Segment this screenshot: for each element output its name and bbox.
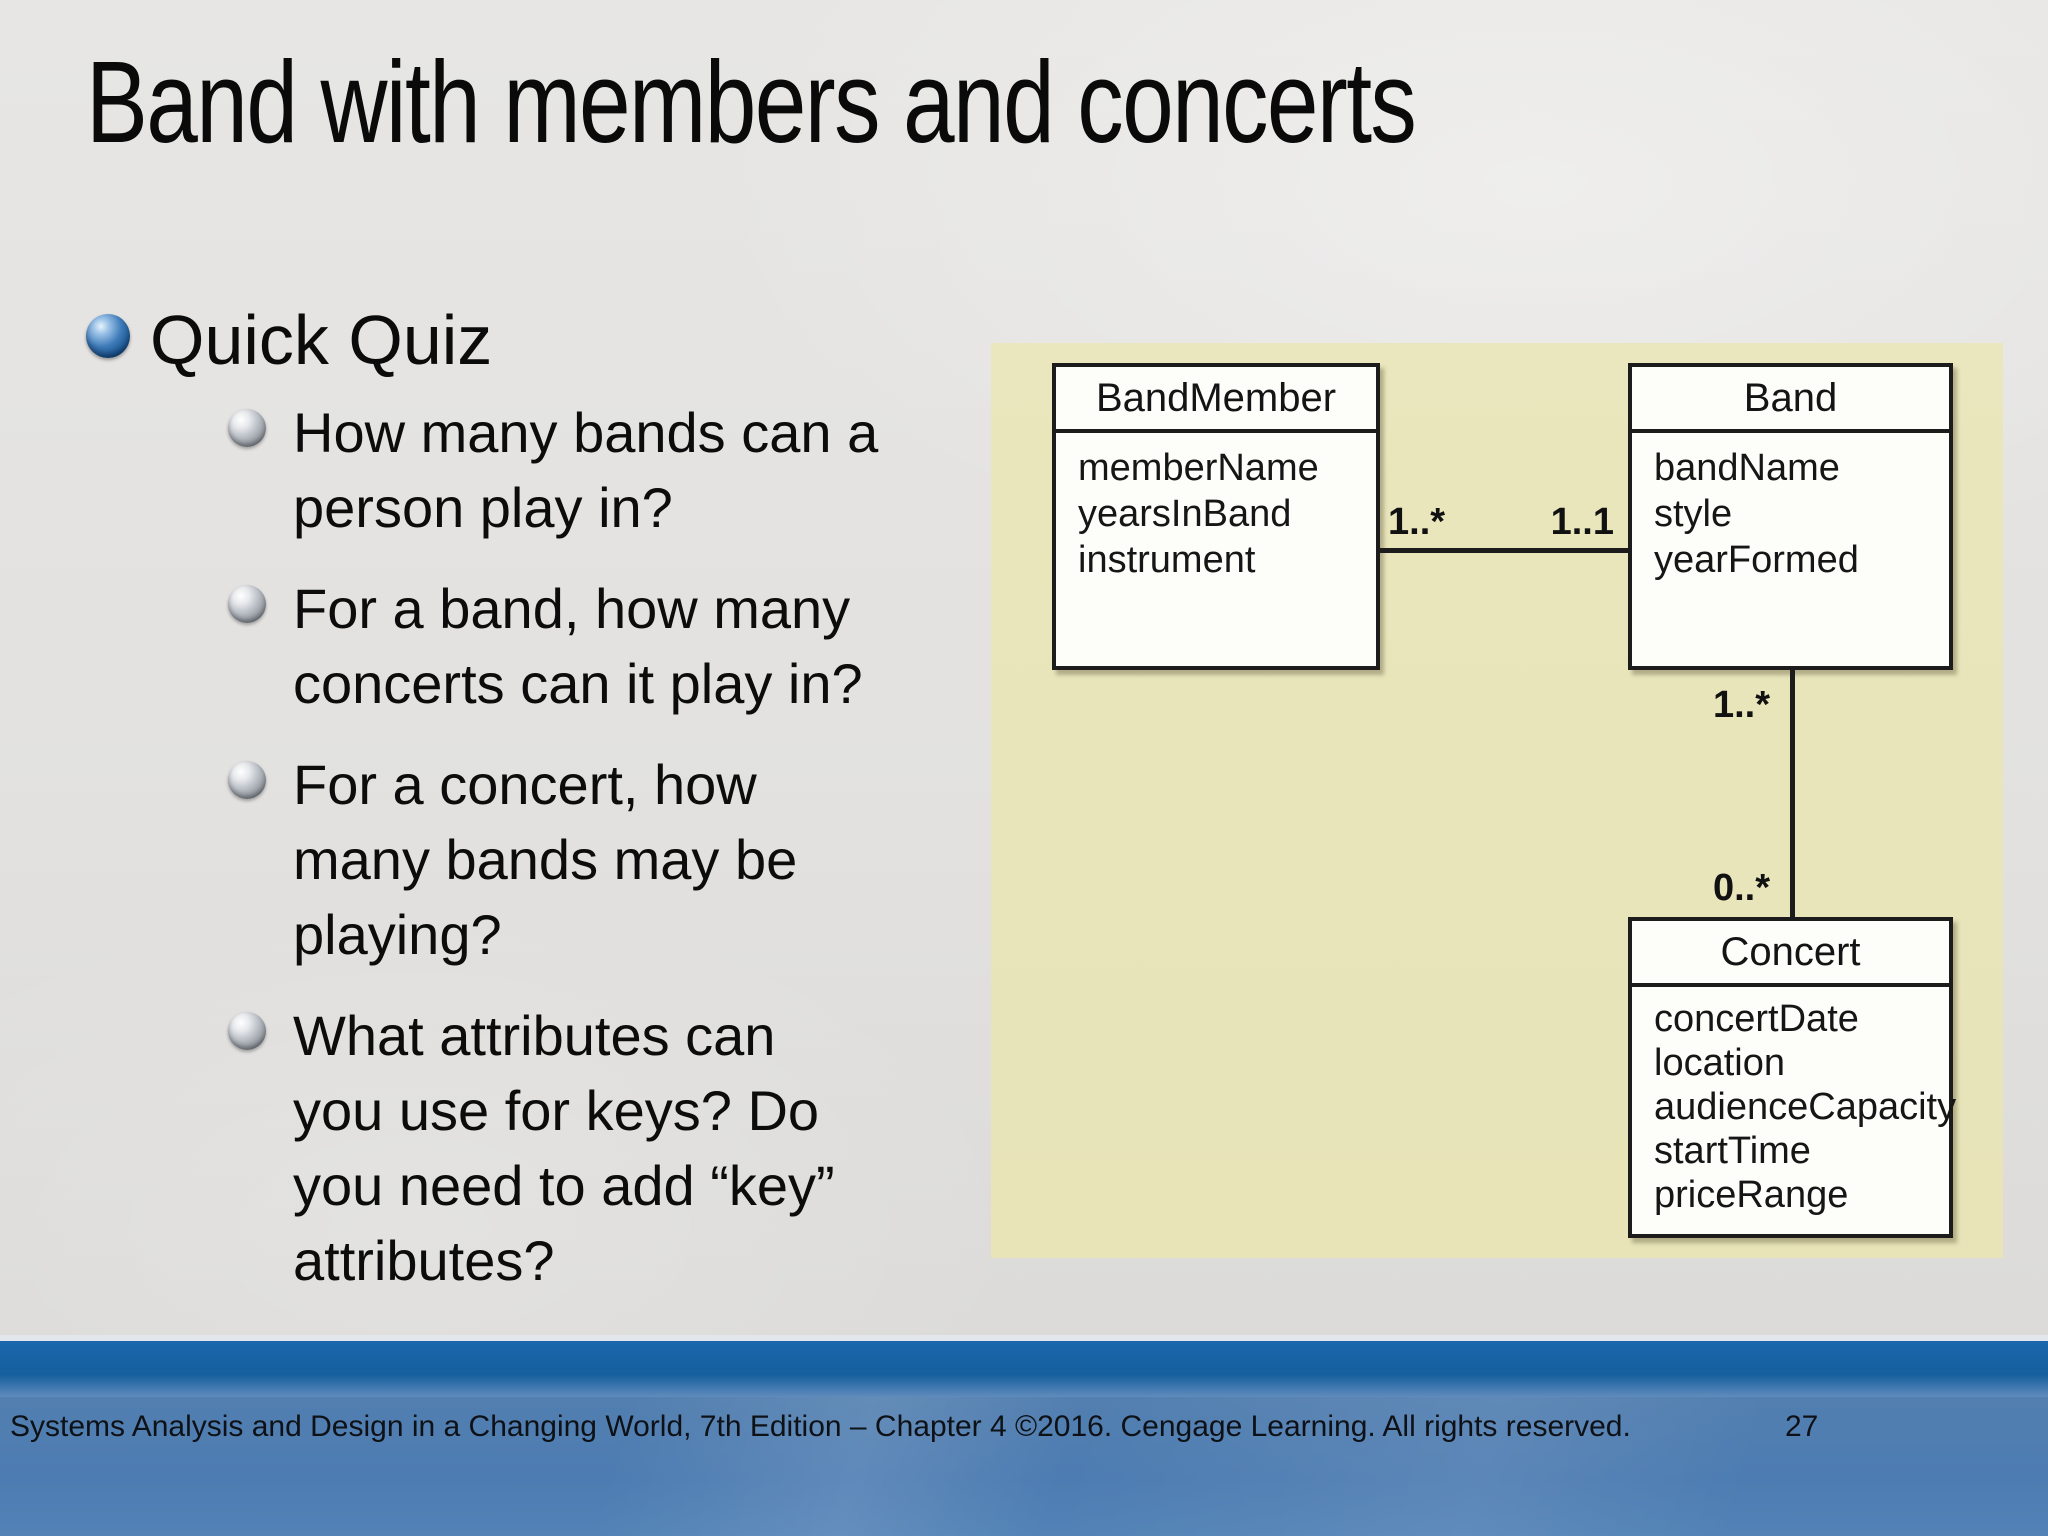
bullet-sphere-gray-icon (228, 409, 266, 447)
uml-attribute: yearsInBand (1078, 493, 1292, 535)
uml-class-concert: Concert concertDate location audienceCap… (1628, 917, 1957, 1238)
association-line-band-concert (1790, 668, 1795, 917)
bullet-item: For a concert, how many bands may be pla… (86, 747, 966, 972)
uml-attributes: bandName style yearFormed (1632, 433, 1949, 583)
multiplicity-label: 1..* (1388, 501, 1446, 543)
uml-attribute: bandName (1654, 447, 1840, 489)
bullet-text: For a concert, how many bands may be pla… (293, 747, 797, 972)
bullet-text: For a band, how many concerts can it pla… (293, 571, 863, 721)
uml-diagram-panel: BandMember memberName yearsInBand instru… (991, 343, 2003, 1258)
bullet-line: many bands may be (293, 828, 798, 891)
bullet-line: What attributes can (293, 1004, 776, 1067)
uml-attribute: yearFormed (1654, 539, 1859, 581)
bullet-line: you use for keys? Do (293, 1079, 820, 1142)
multiplicity-label: 1..1 (1550, 501, 1614, 543)
bullet-sphere-gray-icon (228, 761, 266, 799)
uml-attribute: audienceCapacity (1654, 1086, 1957, 1128)
uml-attributes: concertDate location audienceCapacity st… (1632, 987, 1957, 1217)
bullet-item: How many bands can a person play in? (86, 395, 966, 545)
footer-divider (0, 1335, 2048, 1341)
bullet-line: person play in? (293, 476, 673, 539)
bullet-sphere-gray-icon (228, 585, 266, 623)
bullet-line: For a concert, how (293, 753, 757, 816)
slide-title: Band with members and concerts (86, 37, 1417, 167)
bullet-text: How many bands can a person play in? (293, 395, 878, 545)
uml-attribute: memberName (1078, 447, 1319, 489)
association-line-bandmember-band (1376, 548, 1628, 553)
page-number: 27 (1785, 1410, 1819, 1443)
bullet-item-quick-quiz: Quick Quiz (86, 300, 966, 380)
bullet-line: How many bands can a (293, 401, 879, 464)
uml-attribute: concertDate (1654, 998, 1859, 1040)
uml-class-name: BandMember (1056, 367, 1376, 433)
uml-attribute: location (1654, 1042, 1785, 1084)
uml-attribute: startTime (1654, 1130, 1811, 1172)
footer-dark-band (0, 1341, 2048, 1397)
uml-attribute: instrument (1078, 539, 1256, 581)
uml-class-name: Band (1632, 367, 1949, 433)
bullet-line: attributes? (293, 1229, 555, 1292)
uml-class-band: Band bandName style yearFormed (1628, 363, 1953, 670)
bullet-line: you need to add “key” (293, 1154, 835, 1217)
bullet-list: Quick Quiz How many bands can a person p… (86, 300, 966, 1324)
uml-class-name: Concert (1632, 921, 1949, 987)
bullet-item: For a band, how many concerts can it pla… (86, 571, 966, 721)
bullet-line: For a band, how many (293, 577, 851, 640)
bullet-sphere-blue-icon (86, 314, 130, 358)
bullet-item: What attributes can you use for keys? Do… (86, 998, 966, 1298)
uml-attribute: priceRange (1654, 1174, 1849, 1216)
bullet-line: playing? (293, 903, 502, 966)
uml-attribute: style (1654, 493, 1733, 535)
uml-class-bandmember: BandMember memberName yearsInBand instru… (1052, 363, 1380, 670)
bullet-text: What attributes can you use for keys? Do… (293, 998, 835, 1298)
multiplicity-label: 0..* (1712, 867, 1770, 909)
bullet-text: Quick Quiz (150, 301, 493, 379)
bullet-sphere-gray-icon (228, 1012, 266, 1050)
footer-copyright: Systems Analysis and Design in a Changin… (10, 1410, 1631, 1443)
bullet-line: concerts can it play in? (293, 652, 863, 715)
multiplicity-label: 1..* (1712, 684, 1770, 726)
footer-light-band (0, 1397, 2048, 1536)
uml-attributes: memberName yearsInBand instrument (1056, 433, 1376, 583)
